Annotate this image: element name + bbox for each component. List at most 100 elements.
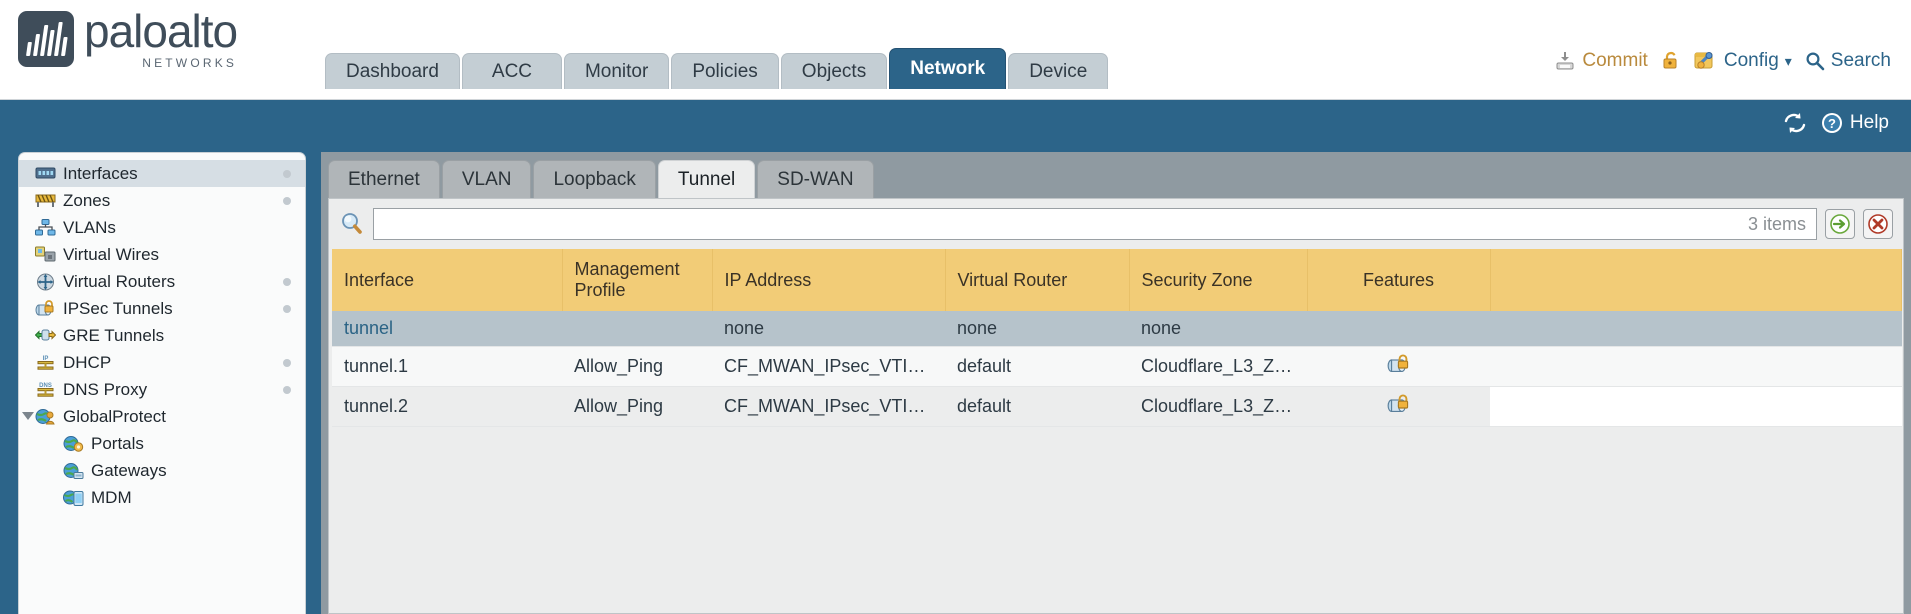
apply-filter-button[interactable] bbox=[1825, 209, 1855, 239]
tab-loopback[interactable]: Loopback bbox=[533, 160, 656, 198]
column-header-features[interactable]: Features bbox=[1307, 249, 1491, 311]
cell-ip-address: CF_MWAN_IPsec_VTI_01_... bbox=[712, 346, 945, 387]
lock-icon[interactable] bbox=[1661, 50, 1681, 72]
context-strip: ? Help bbox=[0, 100, 1911, 152]
cell-interface[interactable]: tunnel.2 bbox=[332, 386, 562, 427]
app-header: paloalto NETWORKS Dashboard ACC Monitor … bbox=[0, 0, 1911, 100]
zones-icon bbox=[35, 192, 56, 210]
cell-interface[interactable]: tunnel.1 bbox=[332, 346, 562, 387]
cell-interface[interactable]: tunnel bbox=[332, 311, 562, 347]
ipsec-tunnel-feature-icon bbox=[1387, 394, 1408, 412]
commit-label: Commit bbox=[1582, 50, 1648, 71]
sidebar-label: Gateways bbox=[91, 460, 167, 480]
sidebar-label: Interfaces bbox=[63, 163, 138, 183]
sidebar-item-vlans[interactable]: VLANs bbox=[19, 214, 305, 241]
nav-tab-acc[interactable]: ACC bbox=[461, 53, 562, 89]
sidebar-label: Zones bbox=[63, 190, 111, 210]
sidebar-item-ipsec-tunnels[interactable]: IPSec Tunnels bbox=[19, 295, 305, 322]
sidebar-item-gre-tunnels[interactable]: GRE Tunnels bbox=[19, 322, 305, 349]
network-sidebar: Interfaces Zones VLANs Virtual Wires bbox=[18, 152, 306, 614]
search-button[interactable]: Search bbox=[1805, 50, 1891, 72]
sidebar-item-gateways[interactable]: Gateways bbox=[19, 457, 305, 484]
tunnel-panel: 3 items bbox=[328, 198, 1904, 614]
dns-proxy-icon: DNS bbox=[35, 381, 56, 399]
cell-virtual-router: default bbox=[945, 346, 1129, 387]
nav-tab-device[interactable]: Device bbox=[1008, 53, 1109, 89]
nav-tab-dashboard[interactable]: Dashboard bbox=[325, 53, 460, 89]
column-header-interface[interactable]: Interface bbox=[332, 249, 563, 311]
sidebar-label: DNS Proxy bbox=[63, 379, 148, 399]
cell-virtual-router: default bbox=[945, 386, 1129, 427]
sidebar-status-dot bbox=[283, 278, 291, 286]
sidebar-item-dhcp[interactable]: IP DHCP bbox=[19, 349, 305, 376]
help-button[interactable]: ? Help bbox=[1820, 111, 1889, 135]
sidebar-label: Virtual Wires bbox=[63, 244, 160, 264]
commit-download-icon bbox=[1556, 52, 1574, 70]
cell-management-profile bbox=[562, 311, 712, 347]
cell-security-zone: Cloudflare_L3_Zone bbox=[1129, 346, 1307, 387]
sidebar-label: MDM bbox=[91, 487, 132, 507]
refresh-icon[interactable] bbox=[1782, 111, 1808, 135]
nav-tab-network[interactable]: Network bbox=[889, 48, 1007, 89]
sidebar-label: GRE Tunnels bbox=[63, 325, 165, 345]
table-row[interactable]: tunnel.1 Allow_Ping CF_MWAN_IPsec_VTI_01… bbox=[332, 346, 1902, 387]
interface-type-tabs: Ethernet VLAN Loopback Tunnel SD-WAN bbox=[328, 160, 874, 198]
sidebar-item-dns-proxy[interactable]: DNS DNS Proxy bbox=[19, 376, 305, 403]
strip-actions: ? Help bbox=[1782, 111, 1889, 135]
brand-logo: paloalto NETWORKS bbox=[18, 5, 238, 70]
tab-tunnel[interactable]: Tunnel bbox=[657, 160, 756, 198]
sidebar-status-dot bbox=[283, 305, 291, 313]
sidebar-item-virtual-wires[interactable]: Virtual Wires bbox=[19, 241, 305, 268]
svg-text:?: ? bbox=[1828, 116, 1836, 131]
sidebar-label: Portals bbox=[91, 433, 144, 453]
table-row[interactable]: tunnel none none none bbox=[332, 311, 1902, 347]
commit-button[interactable]: Commit bbox=[1554, 50, 1648, 72]
column-header-ip-address[interactable]: IP Address bbox=[712, 249, 946, 311]
tab-sdwan[interactable]: SD-WAN bbox=[757, 160, 874, 198]
sidebar-item-globalprotect[interactable]: GlobalProtect bbox=[19, 403, 305, 430]
sidebar-item-interfaces[interactable]: Interfaces bbox=[19, 160, 305, 187]
cell-features bbox=[1307, 386, 1490, 427]
sidebar-status-dot bbox=[283, 386, 291, 394]
sidebar-item-mdm[interactable]: MDM bbox=[19, 484, 305, 511]
header-actions: Commit Config ▾ Search bbox=[1554, 50, 1891, 72]
column-header-management-profile[interactable]: Management Profile bbox=[562, 249, 713, 311]
main-nav-tabs: Dashboard ACC Monitor Policies Objects N… bbox=[325, 48, 1109, 89]
brand-subtitle: NETWORKS bbox=[142, 56, 238, 70]
main-content: Ethernet VLAN Loopback Tunnel SD-WAN 3 i… bbox=[321, 152, 1911, 614]
nav-tab-objects[interactable]: Objects bbox=[780, 53, 888, 89]
search-magnifier-icon[interactable] bbox=[339, 211, 365, 237]
column-header-virtual-router[interactable]: Virtual Router bbox=[945, 249, 1130, 311]
column-header-security-zone[interactable]: Security Zone bbox=[1129, 249, 1308, 311]
mdm-icon bbox=[63, 489, 84, 507]
sidebar-label: Virtual Routers bbox=[63, 271, 176, 291]
tab-vlan[interactable]: VLAN bbox=[441, 160, 532, 198]
cell-security-zone: Cloudflare_L3_Zone bbox=[1129, 386, 1307, 427]
sidebar-label: VLANs bbox=[63, 217, 116, 237]
tunnel-interfaces-table: Interface Management Profile IP Address … bbox=[332, 249, 1902, 427]
cell-spacer bbox=[1490, 346, 1902, 387]
search-input[interactable]: 3 items bbox=[373, 208, 1817, 240]
config-menu-button[interactable]: Config ▾ bbox=[1694, 50, 1792, 72]
help-question-icon: ? bbox=[1821, 113, 1842, 133]
sidebar-item-zones[interactable]: Zones bbox=[19, 187, 305, 214]
tab-ethernet[interactable]: Ethernet bbox=[328, 160, 440, 198]
cell-virtual-router: none bbox=[945, 311, 1129, 347]
portals-icon bbox=[63, 435, 84, 453]
chevron-down-icon[interactable] bbox=[22, 412, 34, 420]
sidebar-status-dot bbox=[283, 170, 291, 178]
brand-name: paloalto bbox=[84, 5, 238, 57]
nav-tab-monitor[interactable]: Monitor bbox=[563, 53, 670, 89]
column-header-spacer bbox=[1490, 249, 1902, 311]
table-header-row: Interface Management Profile IP Address … bbox=[332, 249, 1902, 311]
table-row[interactable]: tunnel.2 Allow_Ping CF_MWAN_IPsec_VTI_02… bbox=[332, 386, 1902, 427]
sidebar-item-virtual-routers[interactable]: Virtual Routers bbox=[19, 268, 305, 295]
help-label: Help bbox=[1849, 112, 1889, 133]
clear-filter-button[interactable] bbox=[1863, 209, 1893, 239]
nav-tab-policies[interactable]: Policies bbox=[671, 53, 779, 89]
sidebar-label: GlobalProtect bbox=[63, 406, 166, 426]
sidebar-container: Interfaces Zones VLANs Virtual Wires bbox=[0, 152, 321, 614]
clear-x-icon bbox=[1868, 214, 1888, 234]
gateways-icon bbox=[63, 462, 84, 480]
sidebar-item-portals[interactable]: Portals bbox=[19, 430, 305, 457]
